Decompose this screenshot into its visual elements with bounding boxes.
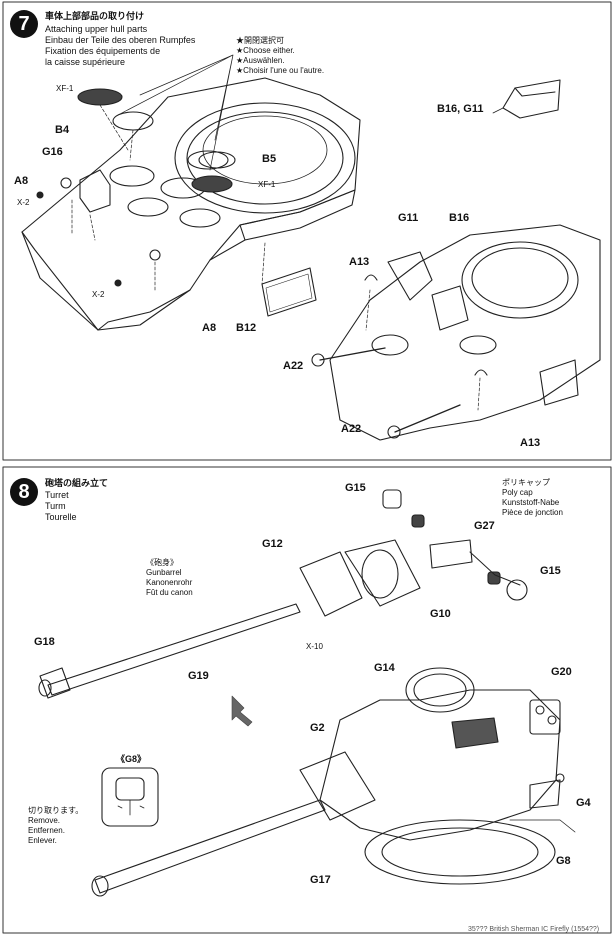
- step-8-title-en: Turret: [45, 490, 69, 500]
- label-b16: B16: [449, 212, 470, 224]
- label-g14: G14: [374, 662, 395, 674]
- label-x2-a: X-2: [17, 198, 30, 207]
- polycap-de: Kunststoff-Nabe: [502, 498, 560, 507]
- label-b5: B5: [262, 153, 277, 165]
- gun-mantlet-drawing: [299, 489, 528, 617]
- label-b4: B4: [55, 124, 70, 136]
- footer-text: 35??? British Sherman IC Firefly (1554??…: [468, 926, 600, 933]
- label-g27: G27: [474, 520, 495, 532]
- label-x10: X-10: [306, 642, 323, 651]
- option-note-en: ★Choose either.: [236, 46, 295, 55]
- option-note-jp: ★開閉選択可: [236, 36, 284, 45]
- label-g18: G18: [34, 636, 55, 648]
- label-b16-g11: B16, G11: [437, 103, 484, 115]
- remove-note-de: Entfernen.: [28, 826, 65, 835]
- option-note-fr: ★Choisir l'une ou l'autre.: [236, 66, 325, 75]
- remove-note-fr: Enlever.: [28, 836, 57, 845]
- label-g17: G17: [310, 874, 331, 886]
- b16-g11-detail-drawing: [492, 79, 561, 119]
- g8-cutout-box-drawing: [101, 767, 159, 827]
- label-a22-top: A22: [283, 360, 304, 372]
- gunbarrel-fr: Fût du canon: [146, 588, 193, 597]
- label-a8-left: A8: [14, 175, 29, 187]
- polycap-en: Poly cap: [502, 488, 533, 497]
- polycap-fr: Pièce de jonction: [502, 508, 563, 517]
- step-7-title-fr-1: Fixation des équipements de: [45, 46, 161, 56]
- step-8-title-fr: Tourelle: [45, 512, 77, 522]
- gunbarrel-en: Gunbarrel: [146, 568, 182, 577]
- step-8-title-jp: 砲塔の組み立て: [45, 478, 109, 488]
- step-8-number: 8: [10, 478, 38, 506]
- label-g15-right: G15: [540, 565, 561, 577]
- g8-box-title: 《G8》: [116, 754, 147, 764]
- polycap-jp: ポリキャップ: [502, 478, 550, 487]
- step-7-title-fr-2: la caisse supérieure: [45, 57, 126, 67]
- label-g12: G12: [262, 538, 283, 550]
- turret-body-drawing: [91, 667, 576, 897]
- label-g10: G10: [430, 608, 451, 620]
- label-g20: G20: [551, 666, 572, 678]
- label-g16: G16: [42, 146, 63, 158]
- remove-note-jp: 切り取ります。: [28, 806, 84, 815]
- label-g19: G19: [188, 670, 209, 682]
- label-xf1-a: XF-1: [56, 84, 74, 93]
- label-a13-top: A13: [349, 256, 370, 268]
- step-8-title-de: Turm: [45, 501, 66, 511]
- upper-hull-left-drawing: [21, 54, 361, 331]
- step-7-number: 7: [10, 10, 38, 38]
- gunbarrel-jp: 《砲身》: [146, 558, 178, 567]
- assembly-arrow-shape: [231, 695, 253, 727]
- label-g15-top: G15: [345, 482, 366, 494]
- gunbarrel-de: Kanonenrohr: [146, 578, 193, 587]
- upper-hull-right-drawing: [311, 224, 601, 441]
- label-b12: B12: [236, 322, 257, 334]
- label-g11: G11: [398, 212, 419, 224]
- label-x2-b: X-2: [92, 290, 105, 299]
- gunbarrel-drawing: [38, 603, 301, 699]
- step-7-title-de: Einbau der Teile des oberen Rumpfes: [45, 35, 196, 45]
- remove-note-en: Remove.: [28, 816, 61, 825]
- step-7-title-jp: 車体上部部品の取り付け: [45, 11, 145, 21]
- label-xf1-b: XF-1: [258, 180, 276, 189]
- label-g2: G2: [310, 722, 325, 734]
- step-7-title-en: Attaching upper hull parts: [45, 24, 148, 34]
- label-g8: G8: [556, 855, 571, 867]
- label-g4: G4: [576, 797, 591, 809]
- label-a8-bottom: A8: [202, 322, 217, 334]
- label-a22-bottom: A22: [341, 423, 362, 435]
- label-a13-bottom: A13: [520, 437, 541, 449]
- option-note-de: ★Auswählen.: [236, 56, 285, 65]
